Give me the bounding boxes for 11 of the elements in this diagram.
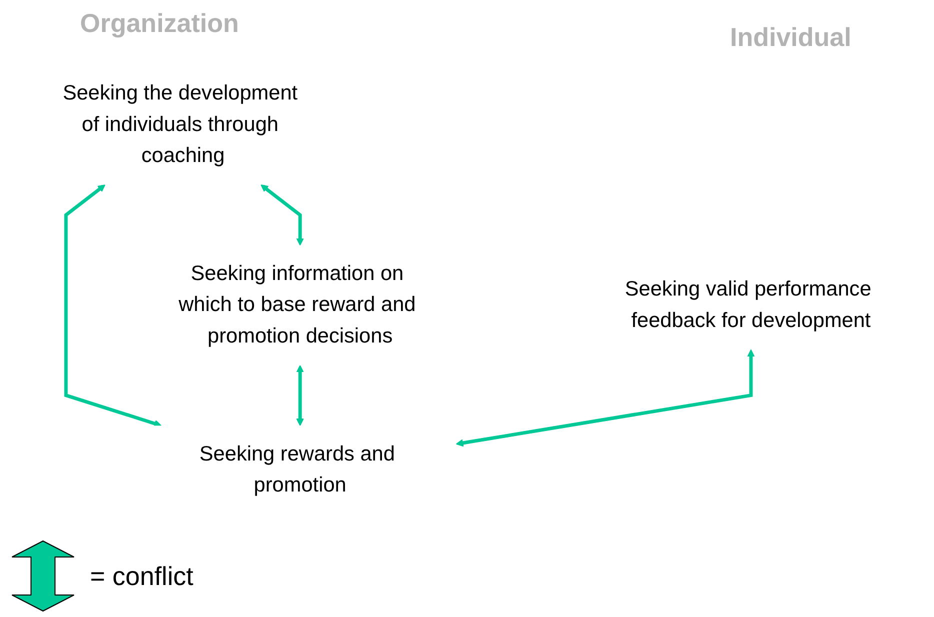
- node-text: Seeking valid performance feedback for development: [624, 278, 872, 332]
- node-text: Seeking information on which to base reward and promotion decisions: [178, 262, 416, 348]
- legend-text: = conflict: [90, 560, 194, 592]
- node-text: Seeking the development of individuals through coaching: [62, 82, 298, 168]
- arrow: [64, 184, 162, 428]
- column-heading: Individual: [730, 22, 852, 53]
- node-text: Seeking rewards and promotion: [199, 442, 395, 498]
- arrow: [296, 365, 304, 426]
- column-heading: Organization: [80, 8, 239, 39]
- arrow: [260, 184, 304, 246]
- arrow: [456, 350, 755, 448]
